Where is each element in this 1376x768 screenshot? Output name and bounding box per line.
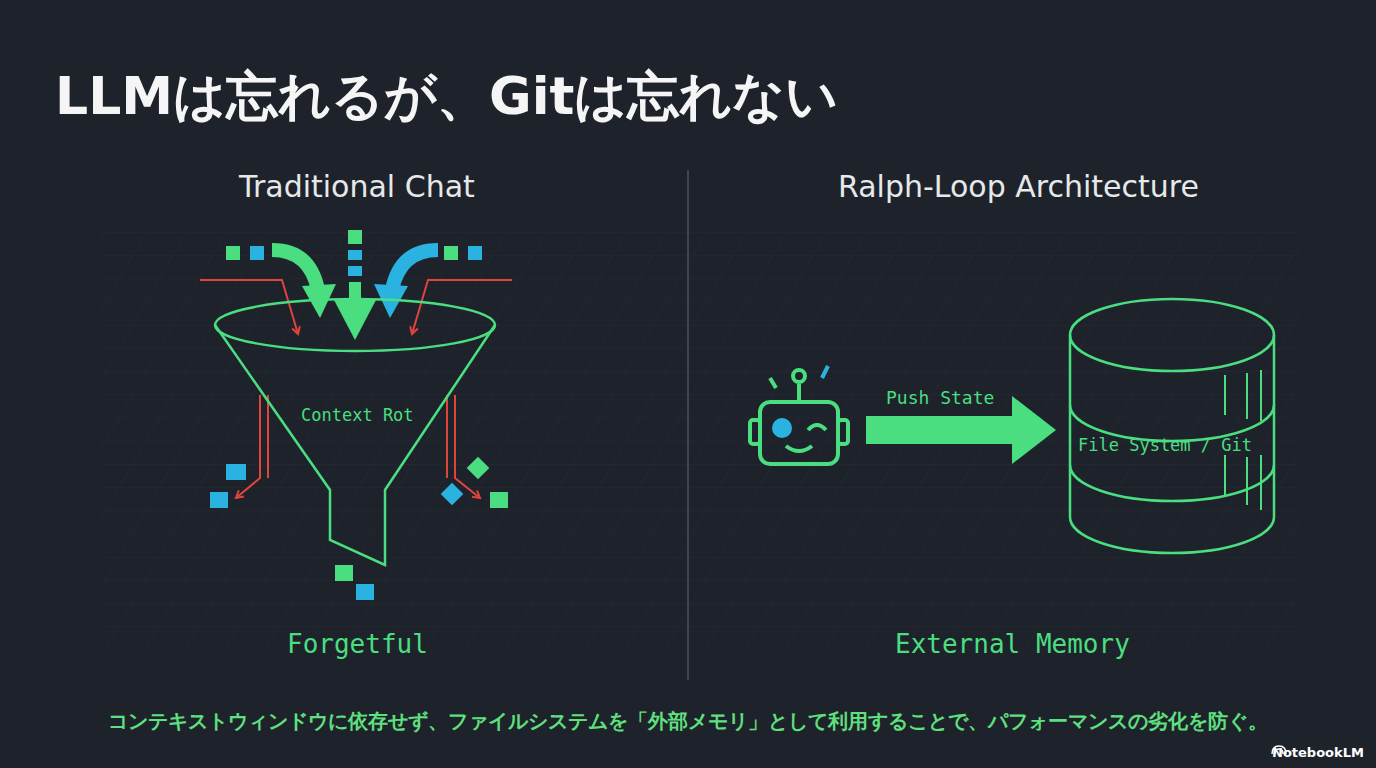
- slide-title: LLMは忘れるが、Gitは忘れない: [55, 62, 838, 132]
- grid-texture: [100, 230, 1300, 650]
- column-heading: Ralph-Loop Architecture: [838, 169, 1199, 204]
- incoming-arrows: [200, 230, 512, 340]
- divider: [687, 170, 689, 680]
- shape-outline: [210, 290, 510, 580]
- arrow-label: Push State: [886, 387, 994, 408]
- caption: コンテキストウィンドウに依存せず、ファイルシステムを「外部メモリ」として利用する…: [108, 708, 1268, 735]
- leaking-data: [210, 395, 508, 600]
- node-text: File System / Git: [1078, 435, 1252, 455]
- status-label: External Memory: [895, 629, 1130, 659]
- funnel-shape: Context Rot: [210, 290, 510, 580]
- node-text: Context Rot: [301, 405, 414, 425]
- robot-icon: [750, 366, 848, 464]
- watermark: NotebookLM: [1272, 745, 1364, 760]
- shape-outline: [1065, 295, 1280, 560]
- column-heading: Traditional Chat: [239, 169, 475, 204]
- status-label: Forgetful: [287, 629, 428, 659]
- database-cylinder: File System / Git: [1065, 295, 1280, 560]
